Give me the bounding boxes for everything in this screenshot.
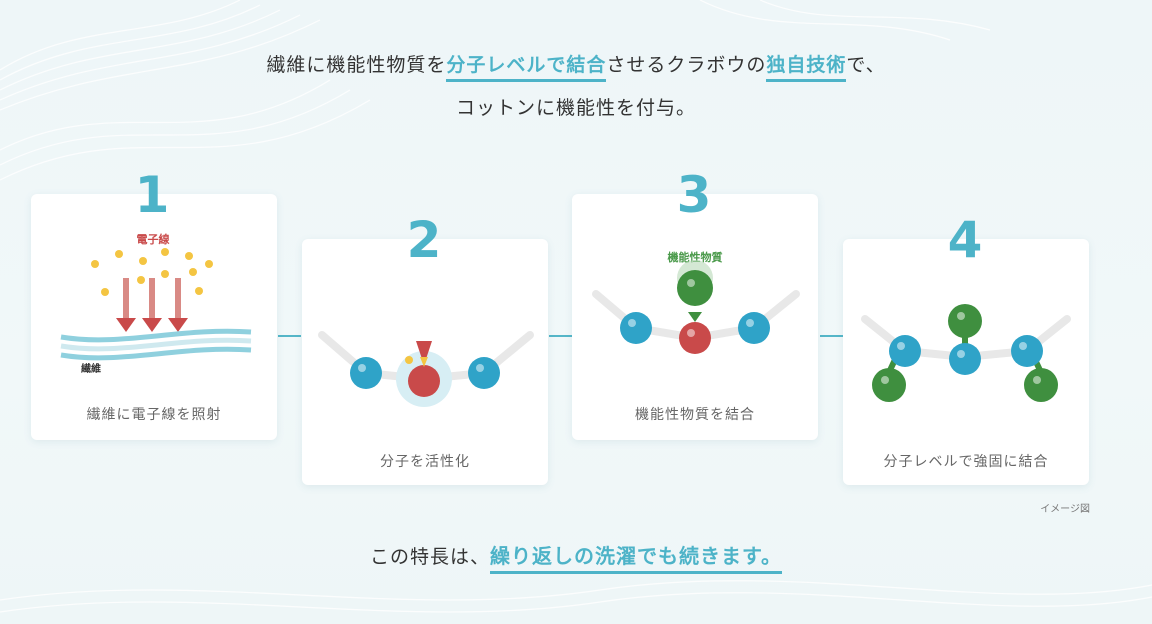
bottom-part-1: この特長は、 <box>369 546 490 568</box>
molecule-blue-left <box>889 335 921 367</box>
bottom-statement: この特長は、繰り返しの洗濯でも続きます。 <box>0 540 1152 574</box>
fiber-label: 繊維 <box>80 362 101 375</box>
molecule-green-right <box>1024 368 1058 402</box>
headline-part-1: 繊維に機能性物質を <box>266 54 447 76</box>
step-card-4: 分子レベルで強固に結合 <box>843 239 1089 485</box>
step-number-3: 3 <box>676 166 712 224</box>
headline-line-1: 繊維に機能性物質を分子レベルで結合させるクラボウの独自技術で、 <box>0 50 1152 82</box>
fiber-wave <box>60 328 252 361</box>
binding-illustration: 機能性物質 <box>592 250 800 354</box>
headline-highlight-2: 独自技術 <box>766 54 847 82</box>
molecule-blue-center <box>949 343 981 375</box>
headline-part-3: で、 <box>846 54 886 76</box>
electron-beam-illustration: 電子線 繊維 <box>60 232 252 375</box>
step-number-4: 4 <box>947 211 983 269</box>
beam-arrows <box>116 278 188 332</box>
molecule-blue-left <box>350 357 382 389</box>
step-card-3: 機能性物質 機能性物質を結合 <box>572 194 818 440</box>
molecule-blue-right <box>738 312 770 344</box>
step-3-caption: 機能性物質を結合 <box>635 407 755 423</box>
step-number-2: 2 <box>406 211 442 269</box>
molecule-blue-right <box>1011 335 1043 367</box>
strong-bond-illustration <box>861 304 1071 402</box>
step-number-1: 1 <box>134 166 170 224</box>
functional-substance-label: 機能性物質 <box>668 250 723 264</box>
step-card-1: 電子線 繊維 繊維に電子線を照射 <box>31 194 277 440</box>
molecule-red <box>679 322 711 354</box>
step-2-caption: 分子を活性化 <box>380 454 470 470</box>
molecule-green <box>677 270 713 306</box>
molecule-blue-right <box>468 357 500 389</box>
activation-illustration <box>318 331 534 407</box>
connector-1-2 <box>278 335 301 337</box>
activation-arrow <box>416 341 432 365</box>
connector-2-3 <box>549 335 572 337</box>
headline-part-2: させるクラボウの <box>606 54 767 76</box>
molecule-red-active <box>408 365 440 397</box>
electron-particle <box>405 356 413 364</box>
image-note: イメージ図 <box>1040 504 1090 515</box>
molecule-blue-left <box>620 312 652 344</box>
bottom-highlight: 繰り返しの洗濯でも続きます。 <box>490 544 782 574</box>
molecule-green-left <box>872 368 906 402</box>
step-4-caption: 分子レベルで強固に結合 <box>883 454 1049 470</box>
step-1-caption: 繊維に電子線を照射 <box>86 407 222 423</box>
step-card-2: 分子を活性化 <box>302 239 548 485</box>
headline-highlight-1: 分子レベルで結合 <box>446 54 607 82</box>
electron-beam-label: 電子線 <box>137 232 170 246</box>
connector-3-4 <box>820 335 843 337</box>
molecule-green-top <box>948 304 982 338</box>
electron-particles <box>91 248 213 296</box>
headline-line-2: コットンに機能性を付与。 <box>455 97 696 119</box>
